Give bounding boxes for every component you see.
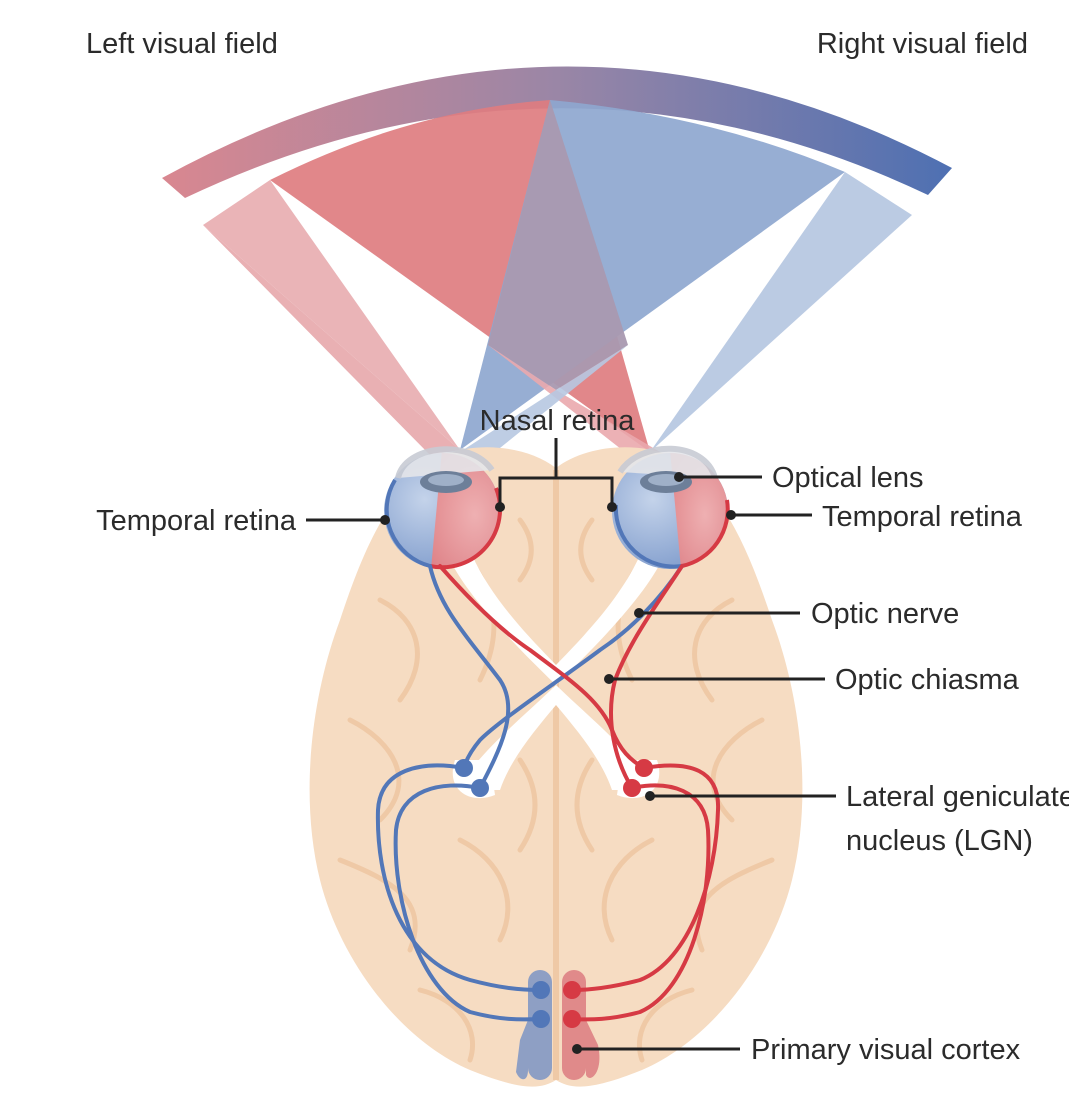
optic-chiasma-label: Optic chiasma	[835, 664, 1020, 696]
primary-visual-cortex-dot	[572, 1044, 582, 1054]
optic-nerve-label: Optic nerve	[811, 598, 959, 630]
right-cortex-node-lower	[563, 1010, 581, 1028]
temporal-retina-right-dot	[726, 510, 736, 520]
right-visual-field-label: Right visual field	[817, 28, 1028, 60]
left-lens-highlight	[428, 474, 464, 486]
right-lgn-node-lower	[623, 779, 641, 797]
optic-nerve-dot	[634, 608, 644, 618]
primary-visual-cortex-label: Primary visual cortex	[751, 1034, 1021, 1066]
visual-field	[162, 66, 952, 460]
optical-lens-dot	[674, 472, 684, 482]
lgn-label-line2: nucleus (LGN)	[846, 825, 1033, 857]
optical-lens-label: Optical lens	[772, 462, 924, 494]
nasal-retina-label: Nasal retina	[480, 405, 636, 437]
right-cortex-node-upper	[563, 981, 581, 999]
lgn-label-line1: Lateral geniculate	[846, 781, 1069, 813]
left-cortex-node-upper	[532, 981, 550, 999]
left-lgn-node-upper	[455, 759, 473, 777]
nasal-retina-dot-right	[607, 502, 617, 512]
brain	[310, 447, 803, 1086]
left-cortex-node-lower	[532, 1010, 550, 1028]
temporal-retina-right-label: Temporal retina	[822, 501, 1023, 533]
lgn-dot	[645, 791, 655, 801]
optic-chiasma-dot	[604, 674, 614, 684]
temporal-retina-left-dot	[380, 515, 390, 525]
nasal-retina-dot-left	[495, 502, 505, 512]
right-lgn-node-upper	[635, 759, 653, 777]
left-lgn-node-lower	[471, 779, 489, 797]
left-visual-field-label: Left visual field	[86, 28, 278, 60]
temporal-retina-left-label: Temporal retina	[96, 505, 297, 537]
